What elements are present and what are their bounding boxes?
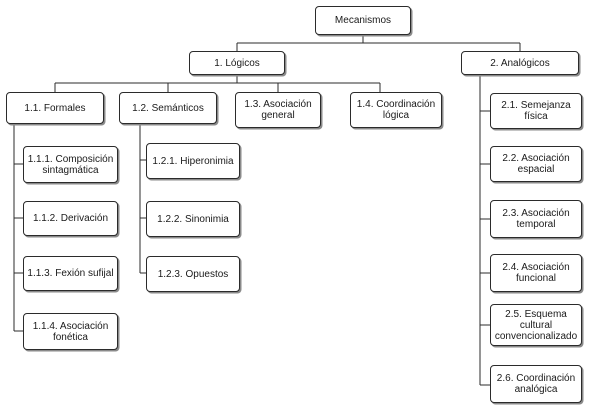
node-sinonimia: 1.2.2. Sinonimia: [146, 201, 240, 237]
node-analogicos: 2. Analógicos: [461, 51, 579, 75]
node-opuestos: 1.2.3. Opuestos: [146, 256, 240, 292]
node-asociacion-fonetica: 1.1.4. Asociación fonética: [23, 313, 118, 350]
node-coordinacion-logica: 1.4. Coordinación lógica: [350, 92, 442, 128]
node-semanticos: 1.2. Semánticos: [119, 92, 217, 124]
node-derivacion: 1.1.2. Derivación: [23, 201, 118, 236]
node-asociacion-funcional: 2.4. Asociación funcional: [490, 254, 582, 292]
node-esquema-cultural: 2.5. Esquema cultural convencionalizado: [490, 304, 582, 346]
connector-logicos: [54, 75, 381, 92]
connector-formales: [13, 124, 23, 332]
node-logicos: 1. Lógicos: [189, 51, 285, 75]
node-coordinacion-analogica: 2.6. Coordinación analógica: [490, 365, 582, 403]
node-semejanza-fisica: 2.1. Semejanza física: [490, 93, 582, 129]
connector-analogicos: [479, 75, 490, 386]
connector-semanticos: [139, 124, 146, 274]
node-asociacion-temporal: 2.3. Asociación temporal: [490, 200, 582, 238]
node-composicion-sintagmatica: 1.1.1. Composición sintagmática: [23, 146, 118, 183]
node-fexion-sufijal: 1.1.3. Fexión sufijal: [23, 256, 118, 291]
connector-root: [236, 35, 521, 51]
node-asociacion-espacial: 2.2. Asociación espacial: [490, 146, 582, 182]
node-root: Mecanismos: [315, 6, 411, 35]
node-formales: 1.1. Formales: [6, 92, 104, 124]
node-hiperonimia: 1.2.1. Hiperonimia: [146, 143, 240, 179]
node-asociacion-general: 1.3. Asociación general: [235, 92, 321, 128]
